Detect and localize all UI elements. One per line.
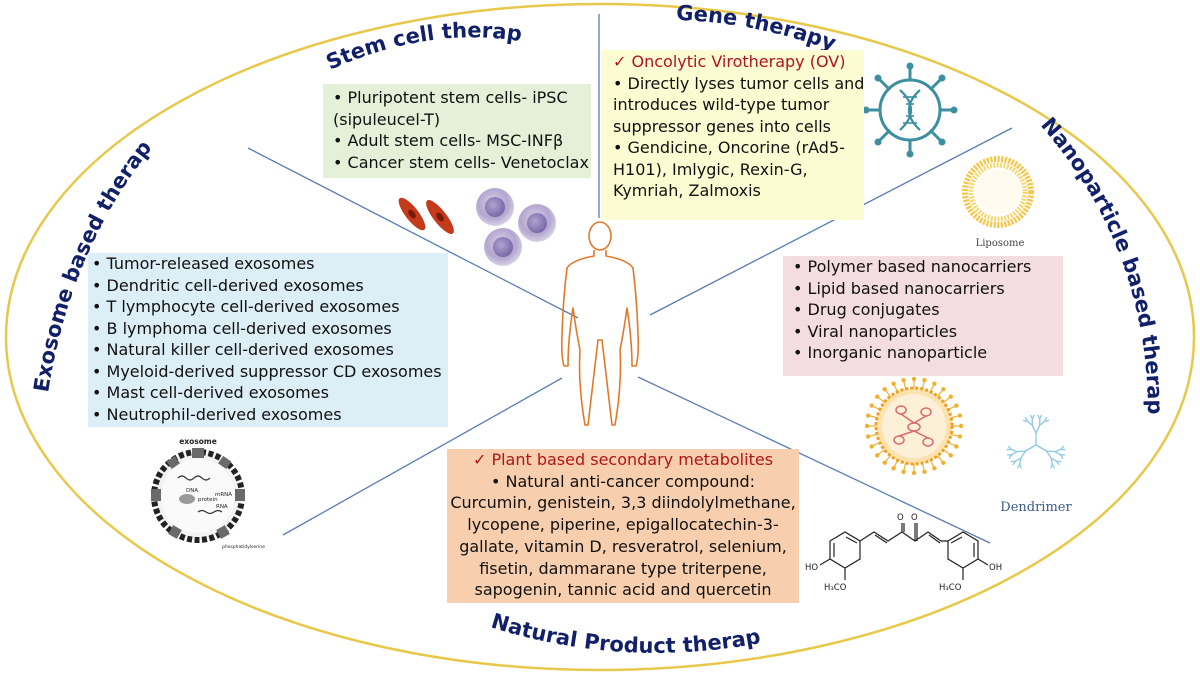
- natural-product-box: ✓ Plant based secondary metabolites • Na…: [447, 449, 799, 603]
- natural-line: lycopene, piperine, epigallocatechin-3-: [467, 515, 779, 535]
- chem-o-left: O: [897, 513, 904, 523]
- gene-heading: ✓ Oncolytic Virotherapy (OV): [613, 52, 846, 71]
- nano-item: • Polymer based nanocarriers: [793, 257, 1032, 276]
- exosome-item: • Natural killer cell-derived exosomes: [92, 340, 394, 359]
- stem-cell-box: • Pluripotent stem cells- iPSC (sipuleuc…: [323, 84, 591, 178]
- exosome-item: • Tumor-released exosomes: [92, 254, 315, 273]
- virus-dna-icon: [862, 62, 958, 158]
- viral-nanoparticle-icon: [864, 376, 964, 476]
- liposome-label: Liposome: [976, 238, 1025, 249]
- chem-h3co-left: H₃CO: [824, 583, 847, 593]
- stem-cells-icon: [398, 188, 556, 266]
- nano-item: • Lipid based nanocarriers: [793, 278, 1005, 298]
- exosome-top-label: exosome: [179, 437, 217, 446]
- natural-line: Curcumin, genistein, 3,3 diindolylmethan…: [450, 493, 796, 513]
- exosome-item: • T lymphocyte cell-derived exosomes: [92, 297, 400, 316]
- exosome-rna-label: RNA: [216, 504, 228, 510]
- stem-item: • Pluripotent stem cells- iPSC: [333, 88, 568, 107]
- stem-item: (sipuleucel-T): [333, 109, 441, 129]
- stem-item: • Cancer stem cells- Venetoclax: [333, 152, 589, 172]
- divider-lines: [247, 14, 1013, 544]
- gene-line: • Gendicine, Oncorine (rAd5-: [613, 138, 845, 157]
- gene-line: • Directly lyses tumor cells and: [613, 73, 865, 93]
- nano-item: • Drug conjugates: [793, 300, 940, 319]
- exosome-protein-label: protein: [198, 497, 218, 503]
- chem-o-right: O: [911, 513, 918, 523]
- chem-ho-label: HO: [805, 563, 818, 573]
- curcumin-structure: [819, 523, 989, 580]
- gene-line: H101), Imlygic, Rexin-G,: [613, 159, 808, 179]
- exosome-item: • Myeloid-derived suppressor CD exosomes: [92, 361, 442, 381]
- exosome-bottom-label: phosphatidylserine: [222, 544, 265, 550]
- gene-line: introduces wild-type tumor: [613, 95, 830, 114]
- exosome-box: • Tumor-released exosomes • Dendritic ce…: [88, 253, 448, 427]
- gene-therapy-box: ✓ Oncolytic Virotherapy (OV) • Directly …: [601, 50, 864, 220]
- nano-item: • Inorganic nanoparticle: [793, 343, 988, 362]
- exosome-dna-label: DNA: [186, 488, 198, 494]
- nanoparticle-box: • Polymer based nanocarriers • Lipid bas…: [783, 256, 1063, 376]
- natural-line: gallate, vitamin D, resveratrol, seleniu…: [459, 536, 787, 556]
- liposome-icon: Liposome: [962, 156, 1034, 249]
- chem-oh-label: OH: [989, 563, 1002, 573]
- exosome-item: • Neutrophil-derived exosomes: [92, 404, 342, 424]
- natural-line: • Natural anti-cancer compound:: [490, 471, 756, 491]
- stem-item: • Adult stem cells- MSC-INFβ: [333, 131, 564, 150]
- gene-therapy-title: Gene therapy: [676, 1, 840, 56]
- dendrimer-icon: [1006, 414, 1066, 469]
- natural-line: sapogenin, tannic acid and quercetin: [474, 580, 772, 600]
- chem-h3co-right: H₃CO: [939, 583, 962, 593]
- natural-line: fisetin, dammarane type triterpene,: [479, 558, 767, 578]
- gene-line: Kymriah, Zalmoxis: [613, 181, 761, 200]
- exosome-diagram: exosome DNA protein mRNA RNA phosphatidy…: [151, 437, 265, 550]
- natural-heading: ✓ Plant based secondary metabolites: [472, 450, 774, 469]
- exosome-item: • B lymphoma cell-derived exosomes: [92, 318, 392, 338]
- dendrimer-label: Dendrimer: [1000, 500, 1072, 515]
- human-body-icon: [560, 221, 640, 426]
- outer-ellipse: [4, 2, 1196, 672]
- exosome-mrna-label: mRNA: [215, 492, 232, 498]
- exosome-item: • Dendritic cell-derived exosomes: [92, 275, 364, 295]
- exosome-item: • Mast cell-derived exosomes: [92, 383, 329, 402]
- gene-line: suppressor genes into cells: [613, 116, 831, 136]
- nano-item: • Viral nanoparticles: [793, 321, 958, 341]
